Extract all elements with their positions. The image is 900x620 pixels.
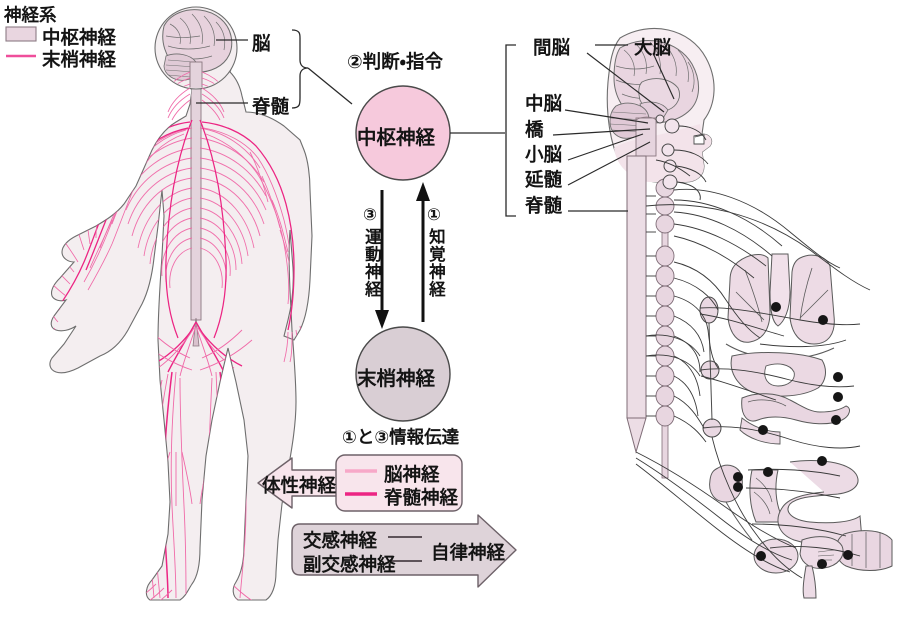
somatic-nerve-arrow-shape [257, 454, 463, 512]
motor-nerve-number: ③ [363, 205, 377, 224]
lung-left [727, 254, 771, 343]
judgment-command-note: ②判断・指令 [347, 52, 443, 73]
legend-label-peripheral: 末梢神経 [42, 50, 117, 71]
somatic-nerve-label: 体性神経 [262, 476, 337, 497]
right-callout-lines [552, 44, 675, 212]
sensory-nerve-label: 知覚神経 [426, 228, 446, 298]
motor-nerve-label: 運動神経 [362, 228, 382, 298]
peripheral-nerve-label: 末梢神経 [357, 367, 436, 390]
right-callout-pons: 橋 [525, 120, 544, 141]
sympathetic-nerve-label: 交感神経 [303, 531, 378, 552]
right-callout-midbrain: 中脳 [525, 94, 563, 115]
sensory-nerve-arrow [416, 182, 430, 322]
cranial-nerve-label: 脳神経 [384, 465, 440, 486]
legend-label-central: 中枢神経 [42, 28, 117, 49]
right-callout-diencephalon: 間脳 [533, 38, 571, 59]
right-brain-brace [505, 44, 516, 217]
left-callout-brain: 脳 [252, 34, 271, 55]
sensory-nerve-number: ① [427, 205, 441, 224]
right-callout-cerebrum: 大脳 [634, 38, 672, 59]
autonomic-nerve-arrow-shape [291, 514, 517, 588]
autonomic-nerve-label: 自律神経 [431, 543, 506, 564]
rectum [799, 536, 844, 569]
colon [835, 530, 893, 571]
page-title: 神経系 [4, 6, 57, 26]
information-transmission-note: ①と③情報伝達 [342, 428, 460, 448]
left-callout-lines [196, 29, 353, 109]
right-callout-spinal-cord: 脊髄 [525, 196, 563, 217]
small-intestine [777, 460, 863, 545]
left-callout-spinal-cord: 脊髄 [252, 97, 290, 118]
autonomic-fibers [635, 188, 871, 579]
right-callout-cerebellum: 小脳 [525, 145, 563, 166]
peripheral-nerve-node [355, 326, 451, 422]
central-nerve-label: 中枢神経 [357, 126, 436, 149]
stomach [741, 393, 850, 425]
sympathetic-chain [655, 178, 675, 479]
legend-swatch-central [5, 26, 37, 42]
spinal-nerve-label: 脊髄神経 [384, 488, 459, 509]
genital-organ [802, 565, 817, 599]
celiac-ganglion [699, 296, 719, 324]
motor-nerve-arrow [375, 190, 389, 329]
right-callout-medulla: 延髄 [525, 170, 563, 191]
terminal-ganglia [733, 302, 853, 569]
parasympathetic-nerve-label: 副交感神経 [303, 555, 396, 576]
